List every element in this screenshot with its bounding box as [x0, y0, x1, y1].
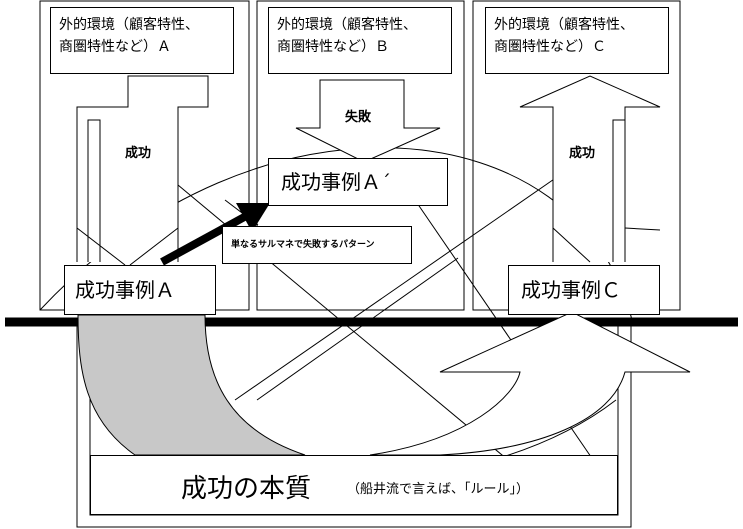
essence-box: 成功の本質 （船井流で言えば、「ルール」） [90, 455, 618, 515]
env-b-line-2: 商圏特性など）Ｂ [277, 39, 389, 55]
arrow-label-b: 失敗 [345, 106, 372, 125]
case-box-a-prime: 成功事例Ａ´ [268, 158, 448, 206]
env-c-line-1: 外的環境（顧客特性、 [494, 17, 634, 33]
copy-failure-note: 単なるサルマネで失敗するパターン [222, 226, 412, 264]
env-a-line-2: 商圏特性など）Ａ [59, 39, 171, 55]
case-box-c: 成功事例Ｃ [508, 265, 660, 315]
essence-note: （船井流で言えば、「ルール」） [347, 482, 530, 497]
gray-curve-arrow [77, 314, 306, 456]
arrow-label-c: 成功 [569, 142, 596, 161]
env-box-b: 外的環境（顧客特性、 商圏特性など）Ｂ [268, 7, 452, 74]
env-c-line-2: 商圏特性など）Ｃ [494, 39, 606, 55]
env-box-a: 外的環境（顧客特性、 商圏特性など）Ａ [50, 7, 234, 74]
cross-line-5 [256, 257, 459, 401]
copy-arrow-shaft [160, 211, 250, 266]
case-box-a: 成功事例Ａ [64, 265, 216, 315]
up-arrow-c [519, 75, 661, 262]
env-box-c: 外的環境（顧客特性、 商圏特性など）Ｃ [485, 7, 669, 74]
essence-title: 成功の本質 [181, 474, 312, 504]
env-b-line-1: 外的環境（顧客特性、 [277, 17, 417, 33]
white-curve-arrow [369, 311, 691, 456]
arrow-label-a: 成功 [125, 142, 152, 161]
cross-line-3 [234, 174, 561, 401]
up-arrow-a [76, 75, 209, 262]
copy-arrow-head [236, 203, 270, 232]
env-a-line-1: 外的環境（顧客特性、 [59, 17, 199, 33]
